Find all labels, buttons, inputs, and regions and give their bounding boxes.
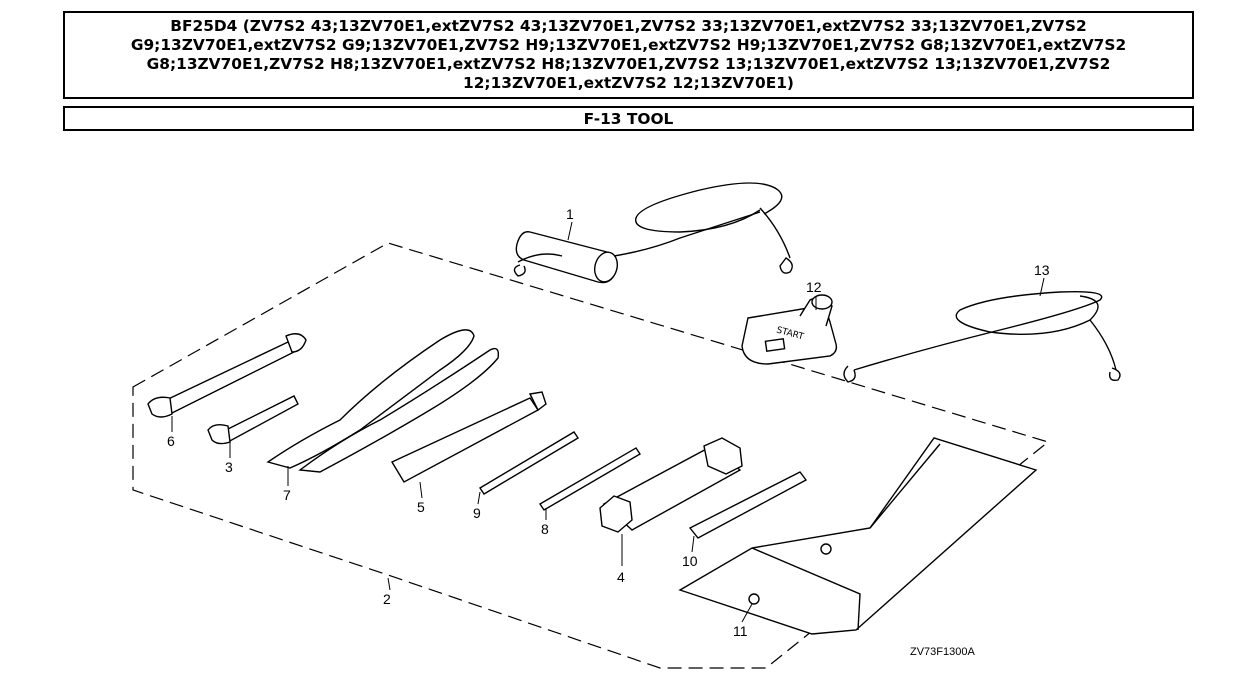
model-title-line-4: 12;13ZV70E1,extZV7S2 12;13ZV70E1) (463, 74, 794, 92)
part-8-screwdriver (539, 447, 641, 511)
callout-9: 9 (473, 505, 481, 521)
part-6-wrench (147, 333, 307, 418)
parts-diagram: START (132, 182, 1121, 669)
part-5-screwdriver-handle (390, 391, 547, 483)
callout-11: 11 (733, 623, 748, 639)
part-1-grip-with-cord (513, 182, 793, 284)
drawing-code: ZV73F1300A (910, 646, 975, 658)
model-title-line-1: BF25D4 (ZV7S2 43;13ZV70E1,extZV7S2 43;13… (170, 17, 1087, 35)
callout-2: 2 (383, 591, 391, 607)
part-4-box-wrench (599, 437, 743, 533)
part-11-tool-bag (678, 437, 1038, 635)
callout-6: 6 (167, 433, 175, 449)
part-10-bar (688, 471, 808, 539)
callout-3: 3 (225, 459, 233, 475)
section-title: F-13 TOOL (583, 109, 674, 128)
callout-leaders (171, 221, 1045, 623)
tool-kit-outline (132, 242, 1050, 669)
callout-8: 8 (541, 521, 549, 537)
callout-4: 4 (617, 569, 625, 585)
part-3-small-wrench (207, 395, 299, 445)
part-9-screwdriver (479, 431, 579, 495)
model-title-box: BF25D4 (ZV7S2 43;13ZV70E1,extZV7S2 43;13… (63, 11, 1194, 99)
callout-7: 7 (283, 487, 291, 503)
callout-13: 13 (1034, 262, 1050, 278)
callout-12: 12 (806, 279, 822, 295)
model-title-line-2: G9;13ZV70E1,extZV7S2 G9;13ZV70E1,ZV7S2 H… (130, 36, 1127, 54)
callout-5: 5 (417, 499, 425, 515)
part-13-rope (843, 290, 1121, 383)
section-title-box: F-13 TOOL (63, 106, 1194, 131)
callout-10: 10 (682, 553, 698, 569)
part-7-pliers (266, 329, 500, 473)
model-title-line-3: G8;13ZV70E1,ZV7S2 H8;13ZV70E1,extZV7S2 H… (146, 55, 1111, 73)
part-12-starter-handle (741, 294, 838, 365)
callout-1: 1 (566, 206, 574, 222)
